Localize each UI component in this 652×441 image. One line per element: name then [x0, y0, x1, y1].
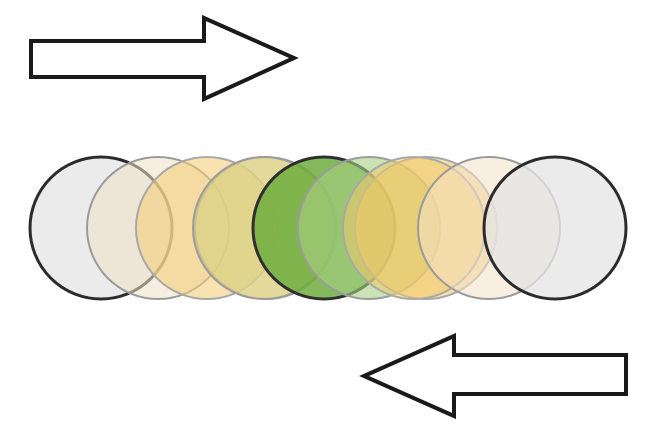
circle-group — [28, 155, 628, 301]
circle-11 — [482, 155, 628, 301]
arrow-left — [359, 332, 628, 420]
arrow-right — [29, 14, 299, 103]
